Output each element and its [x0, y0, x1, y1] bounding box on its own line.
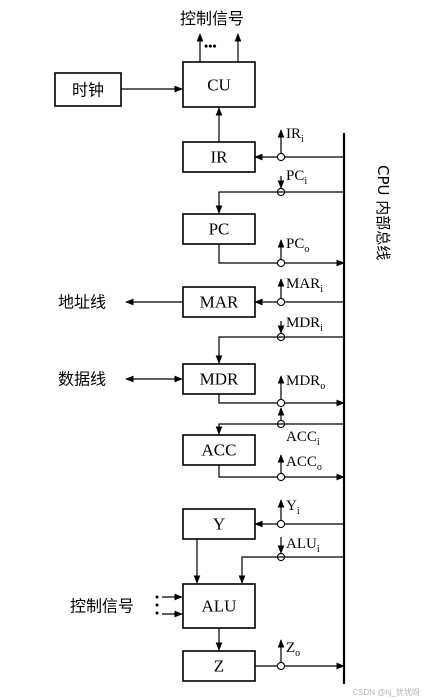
sig-mdr-o: MDRo	[286, 373, 325, 392]
watermark: CSDN @hj_犹犹呀	[352, 687, 420, 697]
sig-acc-o: ACCo	[286, 454, 322, 473]
mdr-o-switch	[276, 398, 286, 408]
acc-label: ACC	[202, 441, 237, 460]
bus-to-acc-line	[215, 423, 344, 435]
ir-i-switch	[276, 152, 286, 162]
sig-acc-i: ACCi	[286, 429, 320, 448]
pc-block	[182, 213, 256, 245]
sig-mdr-i: MDRi	[286, 315, 323, 334]
mar-label: MAR	[200, 293, 239, 312]
alu-control-dot-1	[155, 595, 159, 599]
sig-ir-i: IRi	[286, 126, 304, 145]
sig-alu-i: ALUi	[286, 536, 320, 555]
mdr-to-bus-line	[218, 394, 345, 407]
sig-y-i: Yi	[286, 498, 300, 517]
pc-o-switch	[276, 258, 286, 268]
address-line-label: 地址线	[58, 293, 106, 312]
z-o-switch	[276, 661, 286, 671]
z-block	[182, 650, 256, 682]
control-dots: •••	[204, 39, 217, 53]
y-block	[182, 508, 256, 540]
acc-o-switch	[276, 472, 286, 482]
sig-pc-o: PCo	[286, 236, 309, 255]
ir-label: IR	[211, 148, 229, 167]
ir-block	[182, 141, 256, 173]
alu-control-signals-label: 控制信号	[70, 597, 134, 616]
pc-to-bus-line	[218, 244, 345, 267]
bus-label: CPU 内部总线	[374, 165, 392, 260]
bus-to-pc-line	[215, 191, 344, 214]
alu-label: ALU	[202, 597, 237, 616]
y-i-switch	[276, 519, 286, 529]
bus-to-alu-line	[238, 556, 344, 584]
z-label: Z	[214, 657, 224, 676]
acc-to-bus-line	[218, 465, 345, 481]
data-line-label: 数据线	[58, 370, 106, 389]
mar-i-switch	[276, 297, 286, 307]
mdr-label: MDR	[200, 370, 239, 389]
sig-pc-i: PCi	[286, 168, 307, 187]
y-label: Y	[213, 515, 225, 534]
pc-label: PC	[209, 220, 230, 239]
alu-control-dot-2	[155, 603, 159, 607]
cu-block	[182, 61, 256, 108]
alu-control-dot-3	[155, 611, 159, 615]
sig-mar-i: MARi	[286, 276, 323, 295]
alu-block	[182, 583, 256, 629]
control-signals-top-label: 控制信号	[180, 9, 244, 28]
clock-label: 时钟	[72, 81, 104, 100]
cu-label: CU	[207, 76, 231, 95]
mdr-block	[182, 363, 256, 395]
sig-z-o: Zo	[286, 640, 300, 659]
bus-to-mdr-line	[215, 336, 344, 364]
